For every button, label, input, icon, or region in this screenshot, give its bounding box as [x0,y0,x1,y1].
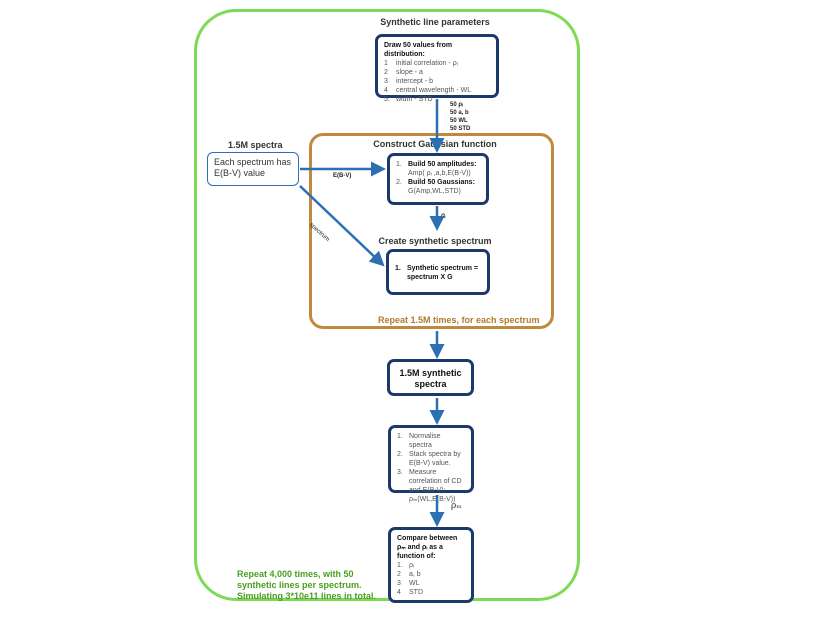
list-item: intercept - b [396,78,433,85]
list-item: width - STD [396,96,433,103]
inner-repeat-note: Repeat 1.5M times, for each spectrum [378,315,540,325]
spectra-label: 1.5M spectra [228,140,283,150]
synthetic-section-title: Create synthetic spectrum [378,236,492,246]
diagram-title: Synthetic line parameters [380,17,490,27]
parameter-count-labels: 50 ρᵢ 50 a, b 50 WL 50 STD [450,102,471,132]
synthetic-spectra-box: 1.5M synthetic spectra [387,359,474,396]
inner-loop-frame [309,133,554,329]
compare-box: Compare between ρₘ and ρᵢ as a function … [388,527,474,603]
arrow-spectrum-to-synthetic [299,185,385,267]
outer-loop-frame [194,9,580,601]
synthetic-spectrum-box: 1.Synthetic spectrum = spectrum X G [386,249,490,295]
ebv-arrow-label: E(B-V) [333,173,352,179]
draw-values-heading: Draw 50 values from distribution: [384,42,453,58]
normalise-box: 1.Normalise spectra 2.Stack spectra by E… [388,425,474,503]
list-item: central wavelength - WL [396,87,472,94]
outer-repeat-note: Repeat 4,000 times, with 50 synthetic li… [237,569,377,601]
list-item: initial correlation - ρᵢ [396,60,458,67]
gaussian-box: 1.Build 50 amplitudes:Amp( ρᵢ ,a,b,E(B-V… [387,153,489,205]
spectra-box: Each spectrum has E(B-V) value [207,152,299,186]
list-item: slope - a [396,69,423,76]
rho-m-label: ρₘ [451,501,462,511]
